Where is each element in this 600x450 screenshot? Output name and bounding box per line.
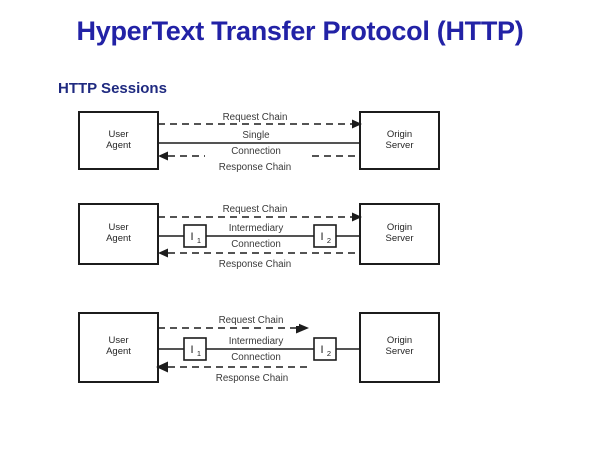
intermediary-node-2: I 2 (313, 224, 337, 248)
diagram-intermediary-connection-partial: User Agent Origin Server I 1 (0, 303, 600, 395)
connection-label-line2: Connection (231, 146, 281, 157)
user-agent-label-line2: Agent (106, 140, 131, 151)
origin-server-label-line1: Origin (387, 129, 412, 140)
response-chain-arrow (156, 361, 310, 373)
connection-label-line1: Intermediary (229, 336, 284, 347)
user-agent-node: User Agent (78, 111, 159, 170)
origin-server-label-line2: Server (386, 233, 414, 244)
svg-text:Request Chain: Request Chain (223, 204, 288, 215)
origin-server-label-line1: Origin (387, 335, 412, 346)
user-agent-label-line1: User (108, 335, 128, 346)
intermediary-node-1: I 1 (183, 224, 207, 248)
request-chain-label: Request Chain (203, 313, 299, 326)
diagram-single-connection: User Agent Origin Server (0, 103, 600, 185)
intermediary-1-symbol: I (190, 231, 193, 243)
response-chain-label: Response Chain (200, 371, 304, 384)
intermediary-1-subscript: 1 (197, 349, 201, 358)
svg-text:Request Chain: Request Chain (223, 112, 288, 123)
request-chain-label: Request Chain (207, 202, 303, 215)
response-chain-label: Response Chain (203, 160, 307, 173)
section-heading: HTTP Sessions (58, 80, 167, 97)
svg-text:Response Chain: Response Chain (216, 373, 288, 384)
request-chain-arrow (158, 119, 362, 129)
connection-label-line1: Single (242, 130, 270, 141)
intermediary-1-symbol: I (190, 344, 193, 356)
diagram-intermediary-connection-full: User Agent Origin Server I 1 (0, 196, 600, 278)
origin-server-node: Origin Server (359, 111, 440, 170)
user-agent-label-line1: User (108, 222, 128, 233)
connection-label-line2: Connection (231, 352, 281, 363)
user-agent-node: User Agent (78, 312, 159, 383)
origin-server-label-line2: Server (386, 346, 414, 357)
connection-label: Intermediary Connection (207, 334, 305, 363)
intermediary-node-1: I 1 (183, 337, 207, 361)
user-agent-node: User Agent (78, 203, 159, 265)
request-chain-arrow (158, 322, 309, 334)
origin-server-node: Origin Server (359, 312, 440, 383)
origin-server-node: Origin Server (359, 203, 440, 265)
user-agent-label-line2: Agent (106, 233, 131, 244)
connection-label: Intermediary Connection (207, 221, 305, 250)
user-agent-label-line1: User (108, 129, 128, 140)
intermediary-node-2: I 2 (313, 337, 337, 361)
intermediary-2-symbol: I (320, 231, 323, 243)
intermediary-2-subscript: 2 (327, 349, 331, 358)
response-chain-arrow (158, 248, 360, 258)
request-chain-arrow (158, 212, 362, 222)
intermediary-2-symbol: I (320, 344, 323, 356)
request-chain-label: Request Chain (207, 110, 303, 123)
user-agent-label-line2: Agent (106, 346, 131, 357)
origin-server-label-line2: Server (386, 140, 414, 151)
svg-text:Response Chain: Response Chain (219, 259, 291, 270)
connection-label-line2: Connection (231, 239, 281, 250)
origin-server-label-line1: Origin (387, 222, 412, 233)
intermediary-2-subscript: 2 (327, 236, 331, 245)
response-chain-label: Response Chain (203, 257, 307, 270)
connection-label: Single Connection (205, 128, 307, 157)
page-title: HyperText Transfer Protocol (HTTP) (76, 16, 524, 46)
connection-label-line1: Intermediary (229, 223, 284, 234)
intermediary-1-subscript: 1 (197, 236, 201, 245)
svg-text:Response Chain: Response Chain (219, 162, 291, 173)
svg-text:Request Chain: Request Chain (219, 315, 284, 326)
